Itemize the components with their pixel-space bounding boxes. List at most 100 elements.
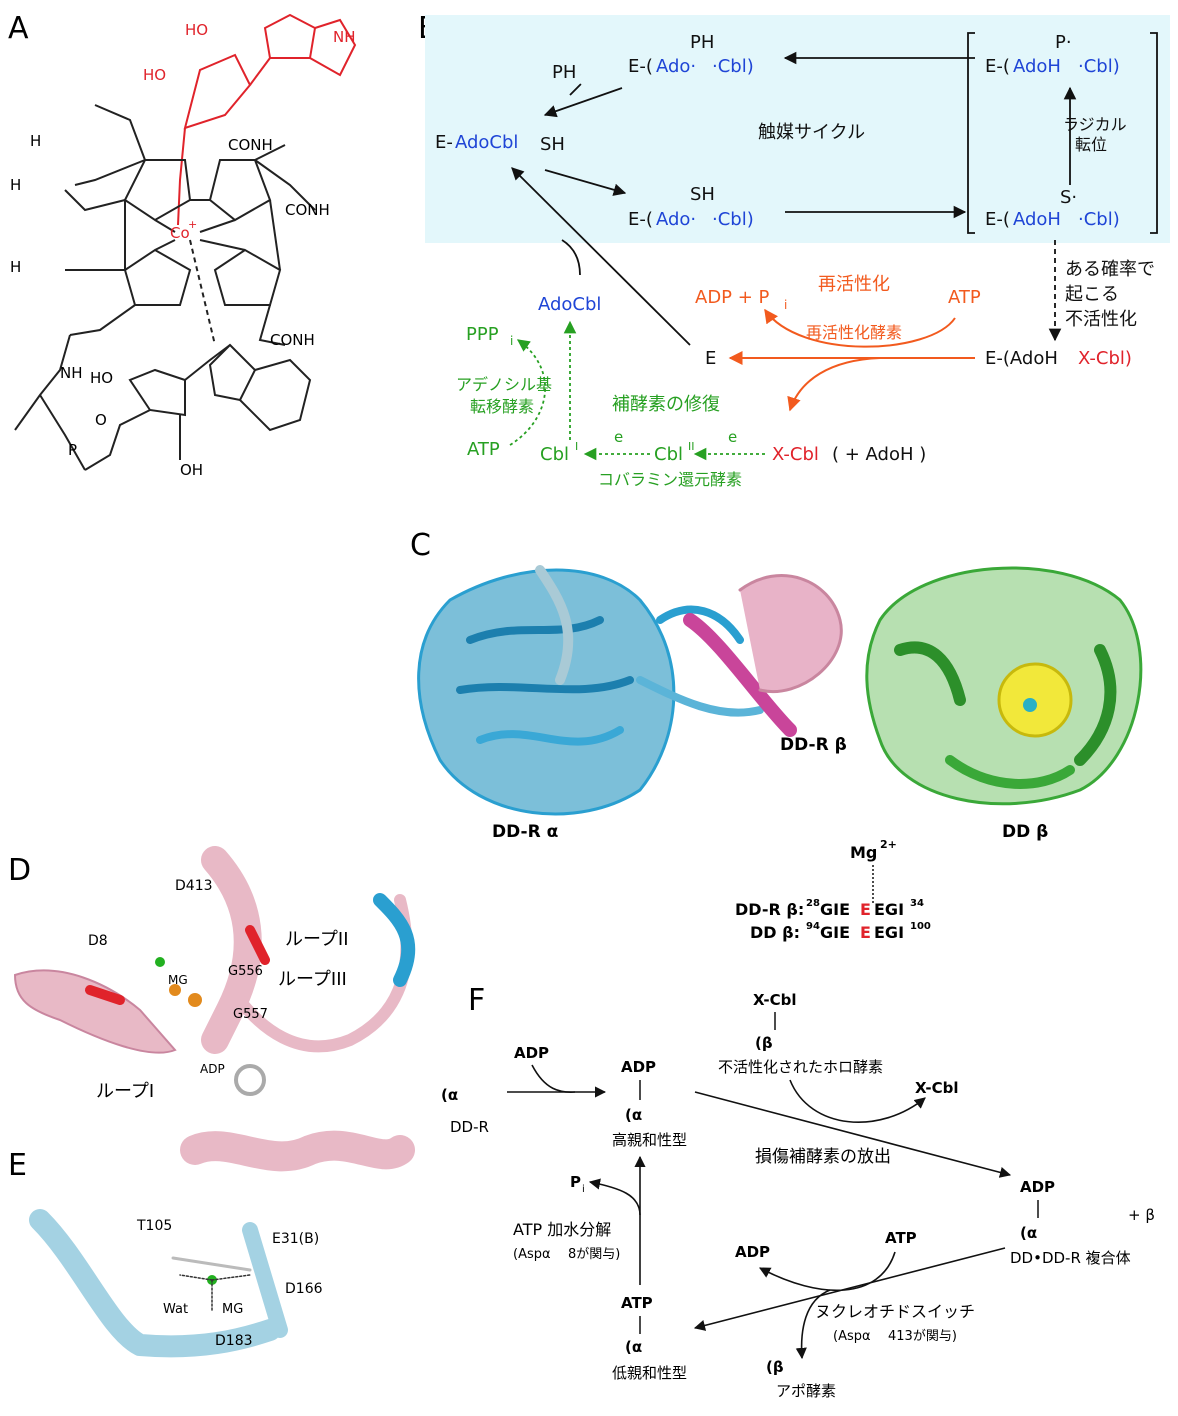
svg-text:ADP: ADP: [1020, 1178, 1055, 1196]
svg-text:X-Cbl: X-Cbl: [915, 1079, 958, 1097]
svg-text:I: I: [575, 440, 578, 453]
svg-text:E: E: [860, 923, 871, 942]
svg-text:HO: HO: [90, 369, 113, 387]
svg-text:(Aspα: (Aspα: [513, 1247, 551, 1262]
svg-text:Mg: Mg: [850, 843, 877, 862]
panel-e-structure: [29, 1130, 415, 1358]
svg-text:再活性化: 再活性化: [818, 274, 890, 295]
svg-text:28: 28: [806, 898, 820, 909]
svg-text:D166: D166: [285, 1281, 323, 1297]
svg-text:8が関与): 8が関与): [568, 1247, 620, 1262]
svg-text:アデノシル基: アデノシル基: [456, 375, 552, 394]
svg-text:E-(: E-(: [985, 209, 1010, 230]
svg-text:ATP: ATP: [885, 1229, 917, 1247]
svg-text:O: O: [95, 411, 107, 429]
svg-text:AdoCbl: AdoCbl: [455, 132, 518, 153]
svg-text:ATP 加水分解: ATP 加水分解: [513, 1220, 611, 1239]
svg-text:X-Cbl: X-Cbl: [753, 991, 796, 1009]
svg-text:PH: PH: [552, 62, 576, 83]
svg-text:DD-R β:: DD-R β:: [735, 900, 804, 919]
svg-text:AdoH: AdoH: [1013, 209, 1061, 230]
svg-text:E: E: [860, 900, 871, 919]
svg-text:E31(B): E31(B): [272, 1231, 319, 1247]
svg-text:413が関与): 413が関与): [888, 1329, 957, 1344]
svg-text:E-: E-: [435, 132, 453, 153]
svg-text:X-Cbl: X-Cbl: [772, 444, 819, 465]
svg-text:NH: NH: [333, 28, 356, 46]
svg-text:MG: MG: [168, 973, 188, 987]
svg-text:( + AdoH ): ( + AdoH ): [832, 444, 926, 465]
svg-text:P: P: [68, 441, 77, 459]
svg-text:(α: (α: [625, 1106, 642, 1124]
catalytic-cycle-label: 触媒サイクル: [758, 122, 865, 143]
panel-c-dd-structure: [865, 566, 1143, 806]
svg-text:H: H: [10, 176, 21, 194]
svg-text:不活性化: 不活性化: [1065, 309, 1137, 330]
svg-text:補酵素の修復: 補酵素の修復: [612, 394, 720, 415]
svg-text:E-(: E-(: [628, 209, 653, 230]
svg-text:34: 34: [910, 898, 924, 909]
svg-text:高親和性型: 高親和性型: [612, 1131, 687, 1149]
sequence-motif: Mg 2+ DD-R β: 28 GIE E EGI 34 DD β: 94 G…: [735, 838, 931, 942]
svg-text:ラジカル: ラジカル: [1063, 115, 1127, 134]
svg-text:(α: (α: [1020, 1224, 1037, 1242]
svg-text:HO: HO: [185, 21, 208, 39]
svg-text:II: II: [688, 440, 695, 453]
svg-text:DD-R α: DD-R α: [492, 822, 558, 842]
svg-text:·Cbl): ·Cbl): [712, 209, 754, 230]
panel-f: ADP (α DD-R ADP (α 高親和性型 X-Cbl (β 不活性化され…: [441, 991, 1155, 1400]
svg-text:CONH: CONH: [228, 136, 273, 154]
svg-text:P·: P·: [1055, 32, 1072, 53]
svg-text:G557: G557: [233, 1007, 268, 1022]
svg-text:ADP: ADP: [735, 1243, 770, 1261]
svg-text:ADP: ADP: [621, 1058, 656, 1076]
svg-text:·Cbl): ·Cbl): [1078, 209, 1120, 230]
svg-text:E-(: E-(: [985, 56, 1010, 77]
svg-text:·Cbl): ·Cbl): [712, 56, 754, 77]
svg-text:ある確率で: ある確率で: [1065, 259, 1155, 280]
svg-text:AdoCbl: AdoCbl: [538, 294, 601, 315]
panel-b-arrows: [511, 32, 1158, 346]
svg-text:E-(: E-(: [628, 56, 653, 77]
svg-text:D8: D8: [88, 933, 108, 949]
svg-text:低親和性型: 低親和性型: [612, 1364, 687, 1382]
svg-text:94: 94: [806, 921, 820, 932]
svg-text:2+: 2+: [880, 838, 897, 851]
repair-arrows: [509, 320, 765, 461]
svg-text:SH: SH: [690, 184, 715, 205]
panel-label-e: E: [8, 1148, 27, 1183]
svg-text:i: i: [510, 334, 513, 348]
svg-text:Cbl: Cbl: [540, 444, 569, 465]
svg-text:D413: D413: [175, 878, 213, 894]
svg-text:PH: PH: [690, 32, 714, 53]
svg-text:起こる: 起こる: [1065, 284, 1119, 305]
panel-f-arrows: [507, 1064, 1012, 1360]
svg-text:EGI: EGI: [874, 900, 904, 919]
svg-text:ヌクレオチドスイッチ: ヌクレオチドスイッチ: [815, 1302, 975, 1321]
svg-text:E-(AdoH: E-(AdoH: [985, 348, 1058, 369]
svg-text:ADP + P: ADP + P: [695, 287, 770, 308]
svg-text:X-Cbl): X-Cbl): [1078, 348, 1132, 369]
svg-text:e: e: [614, 428, 623, 446]
panel-label-f: F: [468, 983, 485, 1018]
svg-text:H: H: [10, 258, 21, 276]
svg-text:·Cbl): ·Cbl): [1078, 56, 1120, 77]
svg-text:P: P: [570, 1173, 581, 1191]
svg-text:+ β: + β: [1128, 1206, 1155, 1224]
svg-text:転移酵素: 転移酵素: [470, 397, 534, 416]
panel-a-structure: [14, 13, 357, 471]
panel-a-labels: HO HO NH CONH CONH CONH H H H Co + NH HO…: [10, 21, 356, 479]
svg-text:DD β:: DD β:: [750, 923, 800, 942]
svg-text:EGI: EGI: [874, 923, 904, 942]
svg-text:損傷補酵素の放出: 損傷補酵素の放出: [755, 1147, 891, 1167]
panel-d-labels: D413 D8 MG G556 G557 ADP ループI ループII ループI…: [88, 878, 349, 1102]
svg-text:GIE: GIE: [820, 923, 850, 942]
svg-text:PPP: PPP: [466, 324, 499, 345]
svg-text:G556: G556: [228, 964, 263, 979]
svg-text:CONH: CONH: [285, 201, 330, 219]
svg-text:DD•DD-R 複合体: DD•DD-R 複合体: [1010, 1249, 1131, 1267]
panel-label-c: C: [410, 528, 431, 563]
svg-text:Cbl: Cbl: [654, 444, 683, 465]
svg-text:OH: OH: [180, 461, 203, 479]
